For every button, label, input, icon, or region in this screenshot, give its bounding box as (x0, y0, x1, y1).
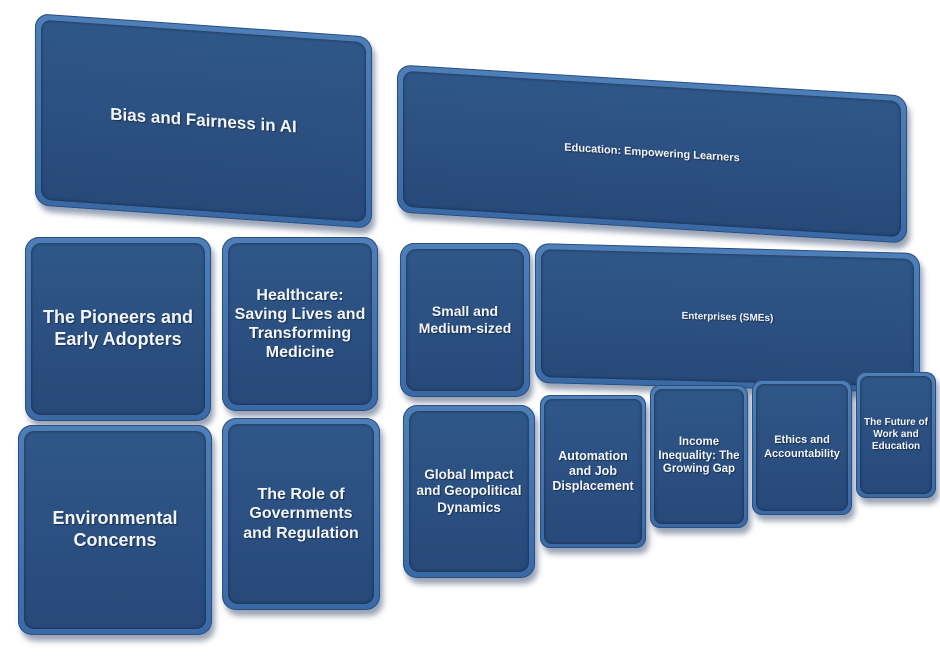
tile-future-of-work: The Future of Work and Education (856, 372, 936, 498)
tile-label: Global Impact and Geopolitical Dynamics (416, 467, 522, 515)
tile-environmental: Environmental Concerns (18, 425, 212, 635)
tile-label: The Pioneers and Early Adopters (42, 307, 194, 349)
tile-face: Income Inequality: The Growing Gap (654, 389, 744, 524)
tile-pioneers: The Pioneers and Early Adopters (25, 237, 211, 421)
tile-face: The Role of Governments and Regulation (228, 424, 374, 604)
tile-face: Bias and Fairness in AI (41, 19, 366, 223)
tile-label: Income Inequality: The Growing Gap (658, 435, 740, 476)
tile-education: Education: Empowering Learners (397, 64, 907, 244)
tile-face: Healthcare: Saving Lives and Transformin… (228, 243, 372, 405)
tile-label: Environmental Concerns (52, 508, 178, 550)
tile-label: Automation and Job Displacement (552, 449, 634, 493)
tile-face: Small and Medium-sized (406, 249, 524, 391)
tile-global-impact: Global Impact and Geopolitical Dynamics (403, 405, 535, 578)
tile-bias-fairness: Bias and Fairness in AI (35, 13, 372, 229)
tile-healthcare: Healthcare: Saving Lives and Transformin… (222, 237, 378, 411)
tile-label: Bias and Fairness in AI (110, 104, 297, 137)
tile-face: The Pioneers and Early Adopters (31, 243, 205, 415)
tile-face: Global Impact and Geopolitical Dynamics (409, 411, 529, 572)
tile-face: Enterprises (SMEs) (541, 249, 914, 387)
tile-sme-small: Small and Medium-sized (400, 243, 530, 397)
tile-face: Ethics and Accountability (756, 384, 848, 511)
tile-label: The Future of Work and Education (864, 417, 928, 452)
tile-face: The Future of Work and Education (860, 376, 932, 494)
tile-governments: The Role of Governments and Regulation (222, 418, 380, 610)
tile-income-inequality: Income Inequality: The Growing Gap (650, 385, 748, 528)
tile-sme-enterprises: Enterprises (SMEs) (535, 242, 920, 394)
tile-ethics: Ethics and Accountability (752, 380, 852, 515)
tile-label: Education: Empowering Learners (564, 142, 740, 165)
tile-face: Education: Empowering Learners (403, 70, 901, 238)
tile-face: Automation and Job Displacement (544, 399, 642, 544)
tile-label: Healthcare: Saving Lives and Transformin… (234, 286, 366, 362)
tile-face: Environmental Concerns (24, 431, 206, 629)
tile-label: Ethics and Accountability (764, 434, 840, 460)
tile-automation: Automation and Job Displacement (540, 395, 646, 548)
tile-label: Enterprises (SMEs) (681, 310, 774, 325)
tile-label: Small and Medium-sized (418, 303, 512, 336)
tile-label: The Role of Governments and Regulation (243, 486, 359, 542)
